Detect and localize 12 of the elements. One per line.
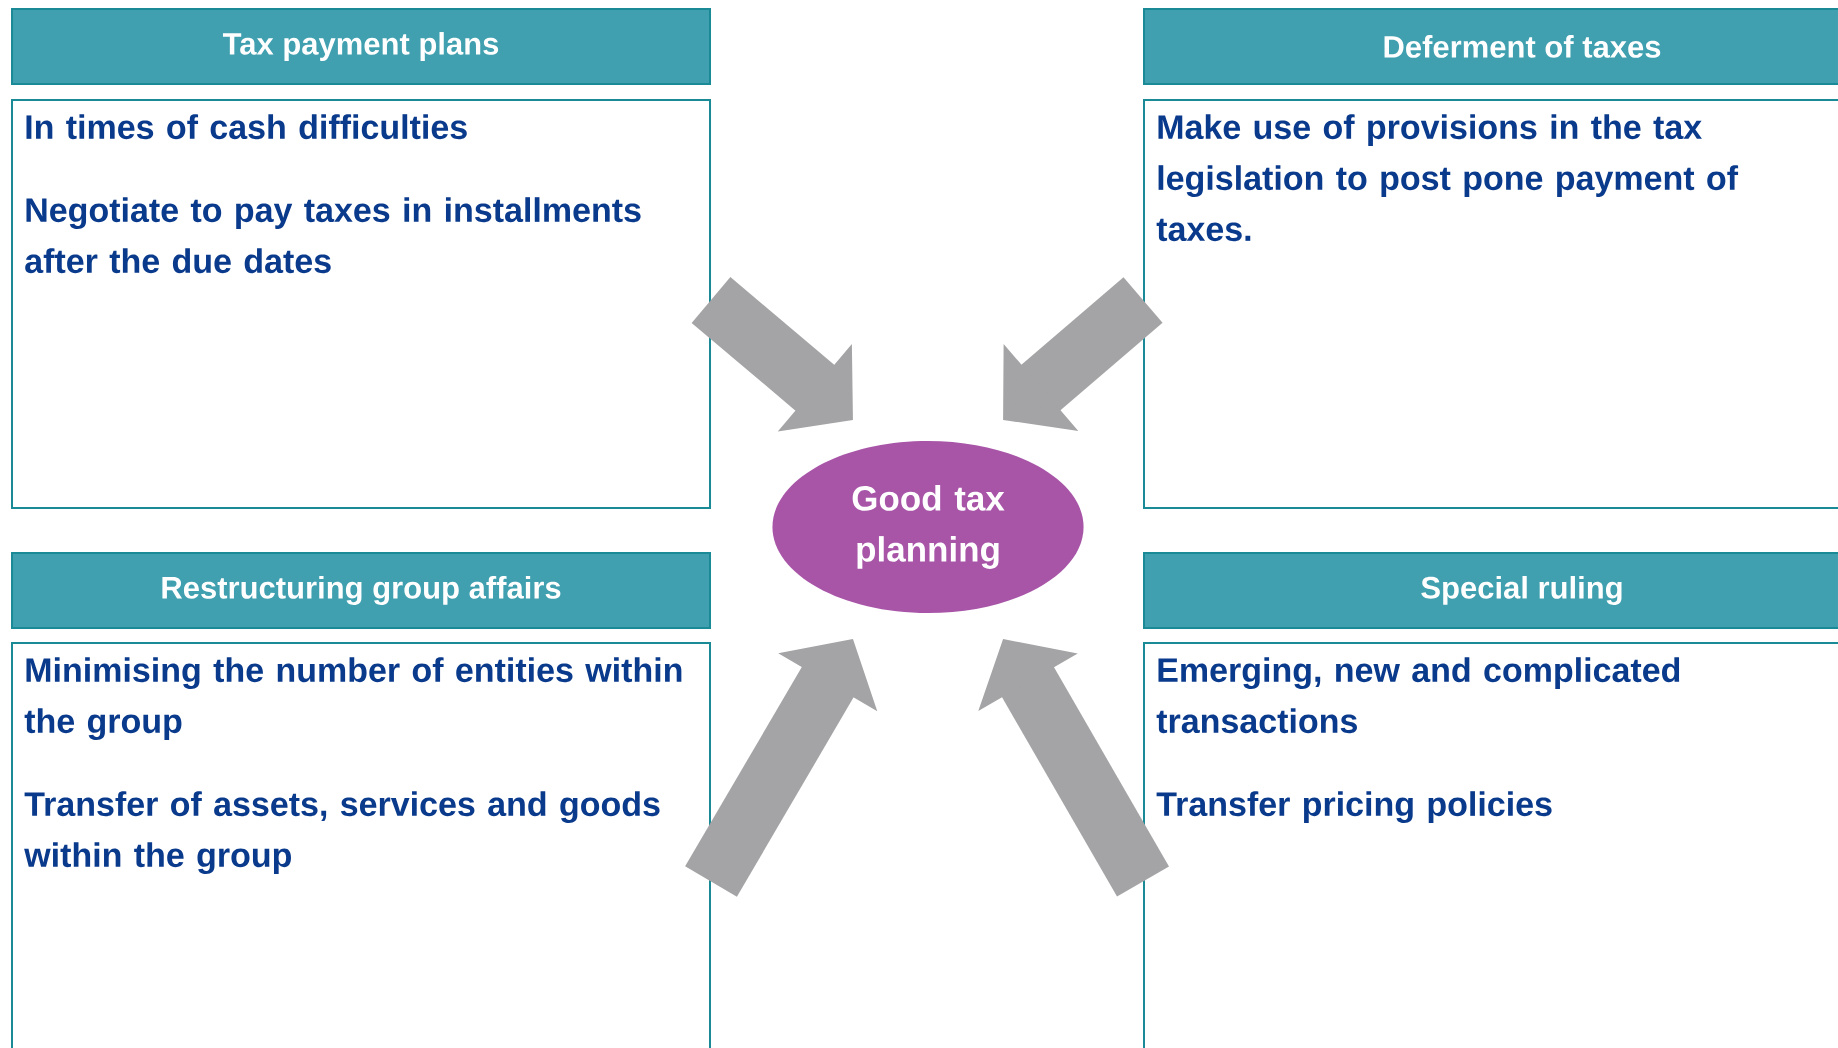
body-text: In times of cash difficulties <box>26 114 467 140</box>
body-text: Transfer pricing policies <box>1156 791 1552 824</box>
arrow <box>1003 277 1163 432</box>
header-bar: Special ruling <box>1143 552 1838 629</box>
header-bar: Tax payment plans <box>11 8 711 85</box>
header-bar: Deferment of taxes <box>1143 8 1838 85</box>
body-text: Emerging, new and complicated transactions <box>1156 657 1680 734</box>
body-text: Make use of provisions in the tax legislation to post pone payment of taxes. <box>1156 114 1739 242</box>
body-text: Transfer of assets, services and goods within the group <box>24 791 660 875</box>
body-text: Negotiate to pay taxes in installments after the due dates <box>25 197 641 274</box>
header-bar: Restructuring group affairs <box>11 552 711 629</box>
body-text: Minimising the number of entities within the group <box>24 657 682 741</box>
